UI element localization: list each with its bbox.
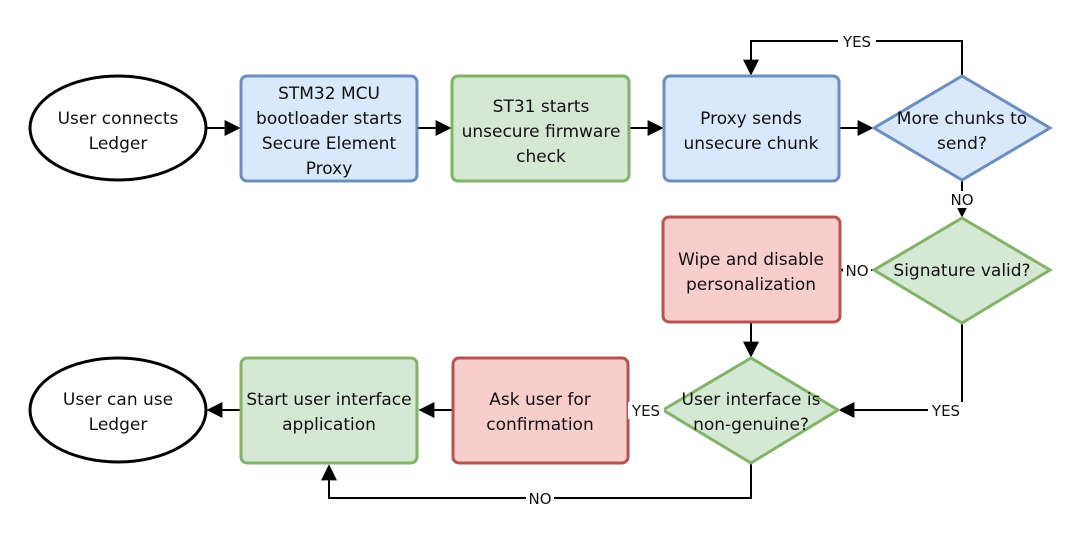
more-chunks-label-line-1: More chunks to	[897, 109, 1027, 129]
ask-user-label-line-1: Ask user for	[489, 390, 591, 410]
start-ui-label-line-1: Start user interface	[246, 390, 411, 410]
ask-user-node	[451, 356, 630, 465]
node-labels: User connects Ledger STM32 MCU bootloade…	[58, 84, 1031, 435]
user-connects-node	[28, 74, 208, 182]
stm32-label-line-4: Proxy	[306, 159, 353, 179]
stm32-bootloader-node	[239, 74, 419, 183]
stm32-label-line-3: Secure Element	[262, 134, 397, 154]
wipe-disable-node	[661, 215, 842, 324]
ui-nongenuine-label-line-1: User interface is	[682, 390, 821, 410]
wipe-label-line-2: personalization	[686, 275, 816, 295]
user-can-use-node	[28, 356, 208, 464]
user-connects-label-line-1: User connects	[58, 109, 179, 129]
more-chunks-label-line-2: send?	[937, 134, 987, 154]
stm32-label-line-2: bootloader starts	[256, 109, 402, 129]
ask-user-label-line-2: confirmation	[486, 415, 593, 435]
signature-valid-decision	[871, 216, 1053, 325]
proxy-sends-node	[662, 74, 841, 183]
edge-label-more-chunks-no: NO	[950, 191, 973, 209]
edge-label-ui-yes: YES	[631, 402, 660, 420]
edge-label-signature-no: NO	[845, 262, 868, 280]
st31-label-line-2: unsecure firmware	[462, 122, 621, 142]
start-ui-label-line-2: application	[282, 415, 376, 435]
start-ui-node	[239, 356, 419, 465]
st31-label-line-1: ST31 starts	[493, 97, 590, 117]
proxy-label-line-2: unsecure chunk	[684, 134, 819, 154]
edge-signature-yes-to-ui-check	[838, 323, 963, 418]
user-connects-label-line-2: Ledger	[89, 134, 148, 154]
user-can-use-label-line-1: User can use	[63, 390, 173, 410]
signature-valid-label: Signature valid?	[893, 261, 1030, 281]
stm32-label-line-1: STM32 MCU	[278, 84, 380, 104]
ui-nongenuine-label-line-2: non-genuine?	[693, 415, 809, 435]
user-can-use-label-line-2: Ledger	[89, 415, 148, 435]
wipe-label-line-1: Wipe and disable	[678, 250, 824, 270]
edge-label-more-chunks-yes: YES	[842, 33, 871, 51]
st31-label-line-3: check	[516, 147, 566, 167]
edge-label-signature-yes: YES	[931, 402, 960, 420]
st31-check-node	[450, 74, 631, 183]
edge-label-ui-no: NO	[528, 490, 551, 508]
nodes	[28, 74, 1053, 465]
edge-labels: YES NO NO YES YES NO	[526, 33, 976, 508]
proxy-label-line-1: Proxy sends	[700, 109, 802, 129]
more-chunks-decision	[871, 74, 1053, 182]
ui-nongenuine-decision	[660, 356, 841, 465]
